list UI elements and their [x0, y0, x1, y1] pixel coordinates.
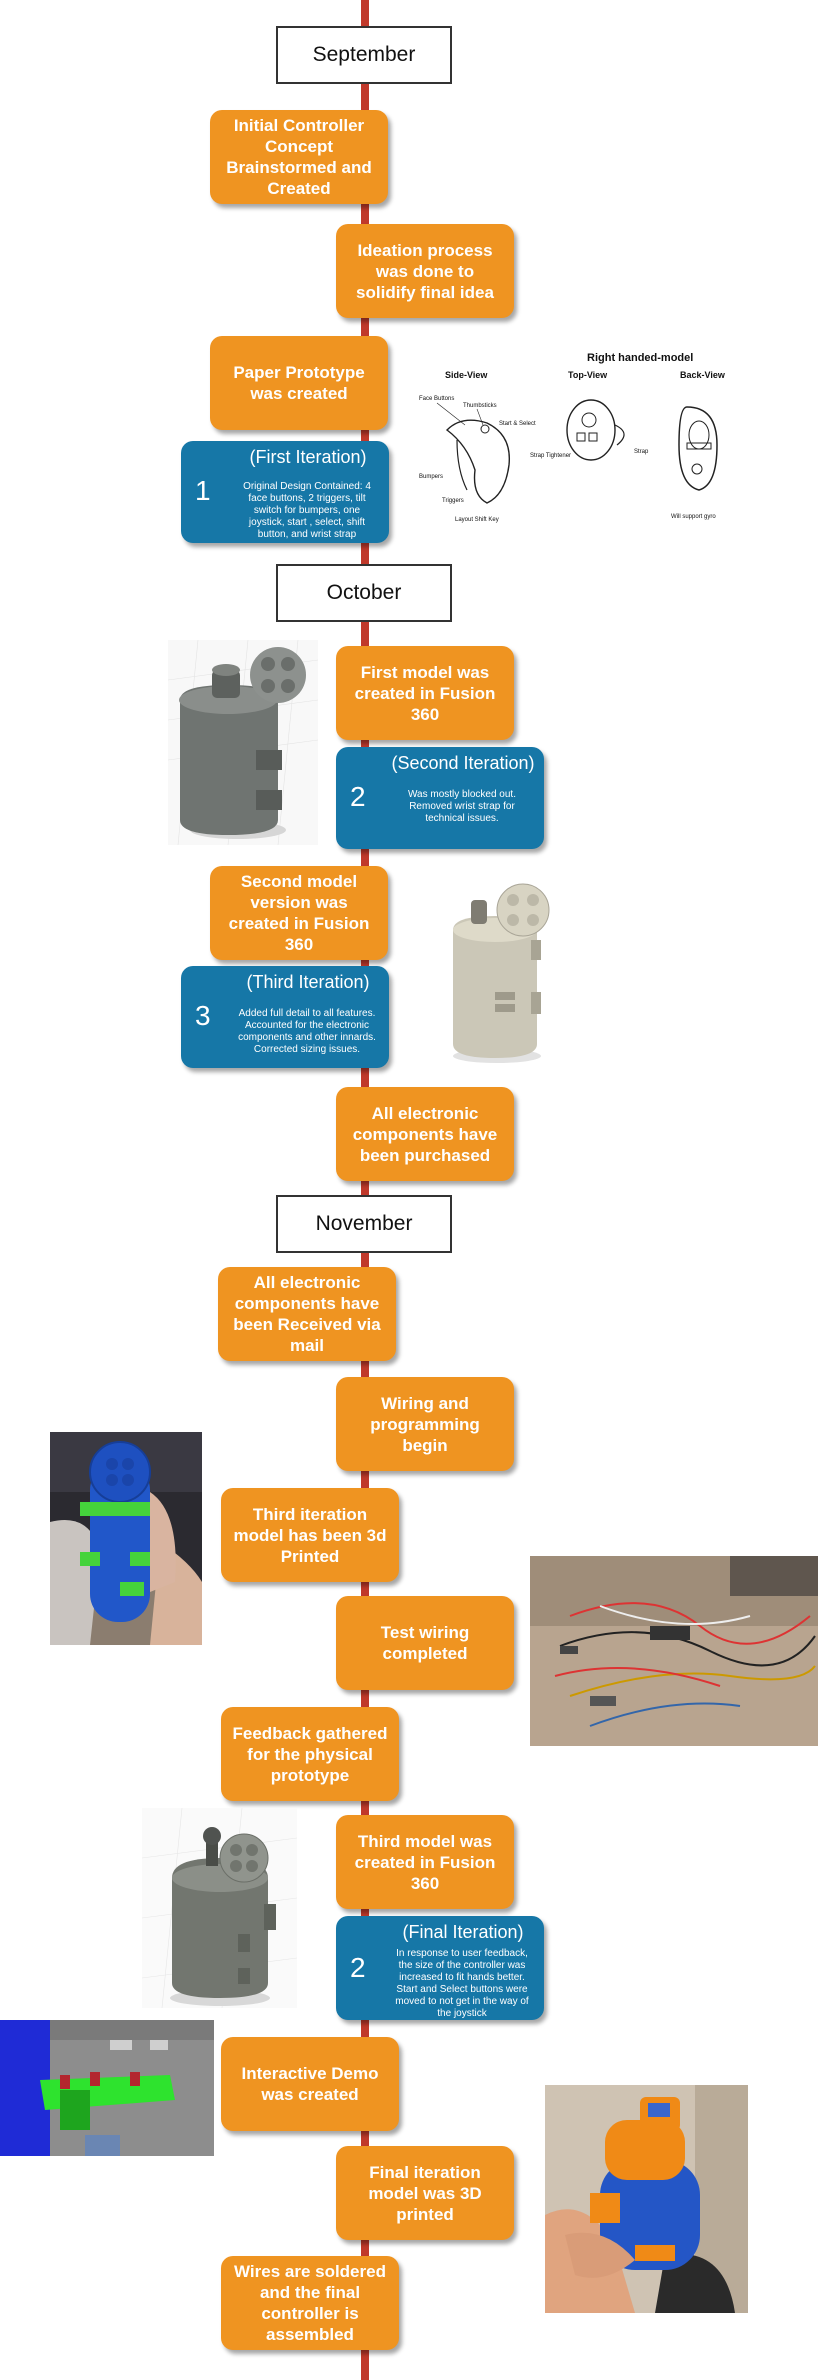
event-third-iteration-printed: Third iteration model has been 3d Printe…	[221, 1488, 399, 1582]
iteration-text: In response to user feedback, the size o…	[395, 1948, 529, 2019]
sketch-back-view: Back-View	[680, 370, 726, 380]
iteration-first: 1 (First Iteration) Original Design Cont…	[181, 441, 389, 543]
iteration-title: (Second Iteration)	[391, 753, 535, 773]
iteration-text: Was mostly blocked out. Removed wrist st…	[407, 789, 516, 824]
sketch-top-view: Top-View	[568, 370, 608, 380]
iteration-third: 3 (Third Iteration) Added full detail to…	[181, 966, 389, 1068]
iteration-final: 2 (Final Iteration) In response to user …	[336, 1916, 544, 2020]
test-wiring-photo	[530, 1556, 818, 1746]
event-wiring-programming: Wiring and programming begin	[336, 1377, 514, 1471]
event-final-iteration-printed: Final iteration model was 3D printed	[336, 2146, 514, 2240]
timeline-spine	[361, 0, 369, 2380]
month-october: October	[276, 564, 452, 622]
svg-text:Thumbsticks: Thumbsticks	[463, 403, 497, 409]
iteration-title: (Final Iteration)	[402, 1922, 524, 1942]
sketch-side-view: Side-View	[445, 370, 488, 380]
svg-text:Will support gyro: Will support gyro	[671, 514, 716, 520]
first-model-render	[168, 640, 318, 845]
interactive-demo-screenshot	[0, 2020, 214, 2166]
iteration-text: Original Design Contained: 4 face button…	[243, 481, 371, 540]
iteration-text: Added full detail to all features. Accou…	[238, 1008, 376, 1055]
svg-text:Start & Select: Start & Select	[499, 421, 536, 427]
iteration-number: 2	[350, 781, 366, 812]
svg-text:Bumpers: Bumpers	[419, 474, 443, 480]
svg-text:Strap Tightener: Strap Tightener	[530, 453, 571, 459]
event-components-received: All electronic components have been Rece…	[218, 1267, 396, 1361]
iteration-second: 2 (Second Iteration) Was mostly blocked …	[336, 747, 544, 849]
iteration-number: 2	[350, 1952, 366, 1983]
event-third-model-fusion: Third model was created in Fusion 360	[336, 1815, 514, 1909]
second-model-render	[445, 880, 555, 1065]
final-controller-photo	[545, 2085, 748, 2313]
sketch-title: Right handed-model	[587, 352, 693, 364]
event-first-model-fusion: First model was created in Fusion 360	[336, 646, 514, 740]
event-paper-prototype: Paper Prototype was created	[210, 336, 388, 430]
month-september: September	[276, 26, 452, 84]
event-wires-soldered-assembled: Wires are soldered and the final control…	[221, 2256, 399, 2350]
iteration-title: (First Iteration)	[249, 447, 367, 467]
event-interactive-demo: Interactive Demo was created	[221, 2037, 399, 2131]
iteration-number: 1	[195, 475, 211, 506]
event-feedback-gathered: Feedback gathered for the physical proto…	[221, 1707, 399, 1801]
svg-text:Face Buttons: Face Buttons	[419, 396, 454, 402]
event-test-wiring: Test wiring completed	[336, 1596, 514, 1690]
svg-text:Triggers: Triggers	[442, 498, 464, 504]
third-model-render	[142, 1808, 297, 2008]
month-november: November	[276, 1195, 452, 1253]
event-ideation-process: Ideation process was done to solidify fi…	[336, 224, 514, 318]
paper-prototype-sketch: Right handed-model Side-View Top-View Ba…	[417, 345, 737, 530]
event-second-model-fusion: Second model version was created in Fusi…	[210, 866, 388, 960]
iteration-title: (Third Iteration)	[246, 972, 370, 992]
third-iteration-print-photo	[50, 1432, 202, 1645]
svg-text:Strap: Strap	[634, 449, 649, 455]
svg-text:Layout Shift Key: Layout Shift Key	[455, 517, 499, 523]
event-concept-brainstormed: Initial Controller Concept Brainstormed …	[210, 110, 388, 204]
event-components-purchased: All electronic components have been purc…	[336, 1087, 514, 1181]
iteration-number: 3	[195, 1000, 211, 1031]
